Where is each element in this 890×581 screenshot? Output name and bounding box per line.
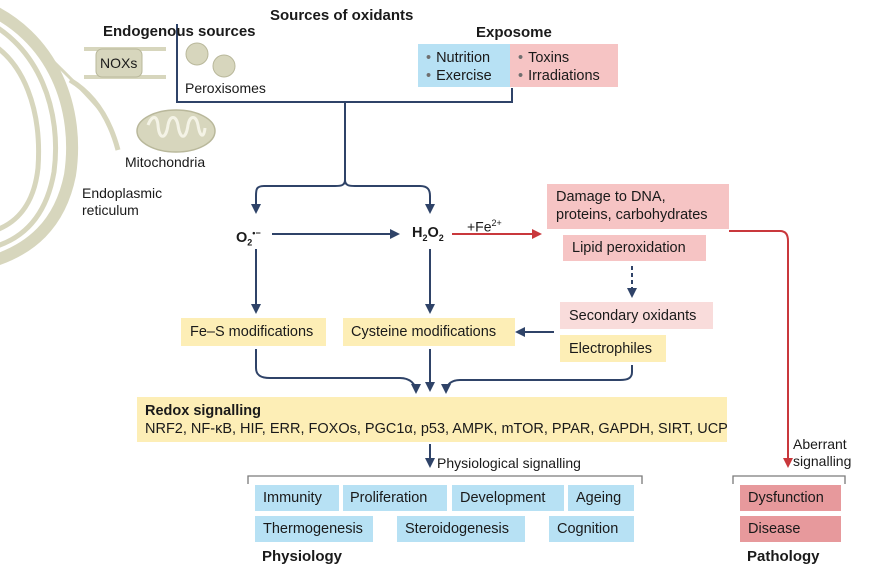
endoplasmic-reticulum-shape <box>0 7 121 265</box>
redox-signalling-targets: NRF2, NF-κB, HIF, ERR, FOXOs, PGC1α, p53… <box>145 421 728 437</box>
damage-box: Damage to DNA, proteins, carbohydrates <box>547 184 729 229</box>
outcome-ageing: Ageing <box>568 485 634 511</box>
endogenous-sources-title: Endogenous sources <box>103 23 256 40</box>
exposome-harmful-box: Toxins Irradiations <box>510 44 618 87</box>
exposome-item-exercise: Exercise <box>426 67 510 85</box>
physiology-label: Physiology <box>262 548 343 565</box>
diagram-title: Sources of oxidants <box>270 7 414 24</box>
damage-line1: Damage to DNA, <box>556 189 666 205</box>
outcome-steroidogenesis: Steroidogenesis <box>397 516 525 542</box>
pathology-label: Pathology <box>747 548 820 565</box>
physiological-signalling-label: Physiological signalling <box>437 455 581 471</box>
outcome-immunity: Immunity <box>255 485 339 511</box>
outcome-development: Development <box>452 485 564 511</box>
membrane-shape <box>84 47 166 79</box>
exposome-title: Exposome <box>476 24 552 41</box>
superoxide-label: O2•− <box>236 228 261 248</box>
pathology-lines <box>452 229 793 468</box>
hydrogen-peroxide-label: H2O2 <box>412 225 444 243</box>
exposome-beneficial-box: Nutrition Exercise <box>418 44 510 87</box>
iron-label: +Fe2+ <box>467 218 502 235</box>
noxs-label: NOXs <box>100 55 138 71</box>
mitochondria-shape <box>136 109 216 153</box>
aberrant-label-line2: signalling <box>793 453 852 469</box>
exposome-item-irradiations: Irradiations <box>518 67 618 85</box>
aberrant-label-line1: Aberrant <box>793 436 847 452</box>
redox-signalling-box: Redox signalling NRF2, NF-κB, HIF, ERR, … <box>137 397 728 442</box>
er-label-line2: reticulum <box>82 202 139 218</box>
pathology-disease: Disease <box>740 516 841 542</box>
pathology-dysfunction: Dysfunction <box>740 485 841 511</box>
source-lines <box>176 24 633 468</box>
electrophiles-box: Electrophiles <box>560 335 666 362</box>
redox-signalling-title: Redox signalling <box>145 403 262 419</box>
exposome-item-nutrition: Nutrition <box>426 49 510 67</box>
peroxisomes-label: Peroxisomes <box>185 80 266 96</box>
peroxisome-shapes <box>185 42 236 78</box>
damage-line2: proteins, carbohydrates <box>556 207 708 223</box>
outcome-proliferation: Proliferation <box>343 485 447 511</box>
outcome-cognition: Cognition <box>549 516 634 542</box>
pathology-bracket <box>732 475 846 484</box>
exposome-item-toxins: Toxins <box>518 49 618 67</box>
physiology-bracket <box>247 475 643 484</box>
fes-modifications-box: Fe–S modifications <box>181 318 326 346</box>
secondary-oxidants-box: Secondary oxidants <box>560 302 713 329</box>
lipid-peroxidation-box: Lipid peroxidation <box>563 235 706 261</box>
outcome-thermogenesis: Thermogenesis <box>255 516 373 542</box>
mitochondria-label: Mitochondria <box>125 154 206 170</box>
er-label-line1: Endoplasmic <box>82 185 163 201</box>
cysteine-modifications-box: Cysteine modifications <box>343 318 515 346</box>
